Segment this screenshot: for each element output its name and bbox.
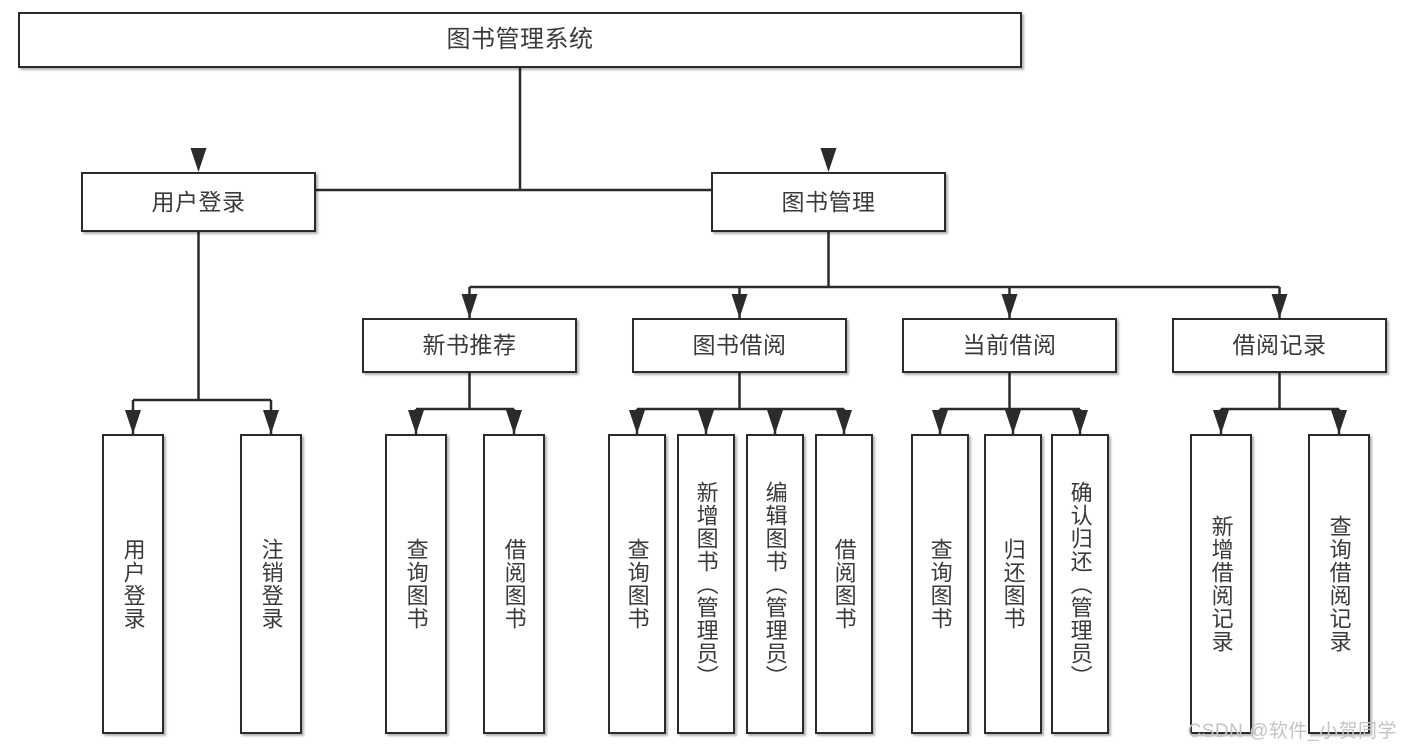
- node-label-leaf-query-book-3: 查询图书: [927, 538, 953, 630]
- node-leaf-query-record[interactable]: 查询借阅记录: [1308, 434, 1370, 734]
- node-book-borrow[interactable]: 图书借阅: [632, 318, 847, 373]
- node-label-leaf-confirm-return: 确认归还（管理员）: [1067, 480, 1093, 688]
- arrowhead-book-manage-to-current-borrow: [1001, 294, 1018, 318]
- node-label-leaf-borrow-book-2: 借阅图书: [831, 538, 857, 630]
- node-label-leaf-return-book: 归还图书: [1000, 538, 1026, 630]
- node-borrow-record[interactable]: 借阅记录: [1172, 318, 1387, 373]
- node-label-leaf-borrow-book-1: 借阅图书: [501, 538, 527, 630]
- arrowhead-root-to-user-login: [190, 148, 207, 172]
- arrowhead-book-manage-to-new-book-rec: [461, 294, 478, 318]
- arrowhead-book-borrow-to-leaf-add-book: [698, 410, 714, 434]
- node-leaf-return-book[interactable]: 归还图书: [984, 434, 1042, 734]
- arrowhead-borrow-record-to-leaf-query-record: [1331, 410, 1347, 434]
- arrowhead-new-book-rec-to-leaf-query-book-1: [408, 410, 424, 434]
- node-label-user-login: 用户登录: [151, 188, 246, 215]
- node-label-book-manage: 图书管理: [781, 188, 876, 215]
- node-book-manage[interactable]: 图书管理: [711, 172, 946, 232]
- arrowhead-book-manage-to-book-borrow: [731, 294, 748, 318]
- node-label-leaf-user-login: 用户登录: [120, 538, 146, 630]
- node-label-leaf-logout: 注销登录: [258, 538, 284, 630]
- node-leaf-user-login[interactable]: 用户登录: [102, 434, 164, 734]
- arrowhead-book-manage-to-borrow-record: [1271, 294, 1288, 318]
- node-label-leaf-query-book-2: 查询图书: [624, 538, 650, 630]
- node-label-leaf-edit-book: 编辑图书（管理员）: [762, 480, 788, 688]
- node-leaf-edit-book[interactable]: 编辑图书（管理员）: [746, 434, 804, 734]
- node-leaf-query-book-1[interactable]: 查询图书: [385, 434, 447, 734]
- node-label-current-borrow: 当前借阅: [962, 332, 1057, 359]
- node-label-leaf-query-book-1: 查询图书: [403, 538, 429, 630]
- node-label-leaf-add-book: 新增图书（管理员）: [693, 480, 719, 688]
- node-leaf-add-record[interactable]: 新增借阅记录: [1190, 434, 1252, 734]
- node-label-root: 图书管理系统: [446, 26, 594, 54]
- watermark: CSDN @软件_小贺同学: [1187, 721, 1397, 742]
- arrowhead-book-borrow-to-leaf-borrow-book-2: [836, 410, 852, 434]
- node-label-leaf-query-record: 查询借阅记录: [1326, 515, 1352, 653]
- arrowhead-borrow-record-to-leaf-add-record: [1213, 410, 1229, 434]
- node-new-book-rec[interactable]: 新书推荐: [362, 318, 577, 373]
- node-leaf-add-book[interactable]: 新增图书（管理员）: [677, 434, 735, 734]
- node-leaf-query-book-2[interactable]: 查询图书: [608, 434, 666, 734]
- arrowhead-root-to-book-manage: [820, 148, 837, 172]
- arrowhead-current-borrow-to-leaf-return-book: [1005, 410, 1021, 434]
- arrowhead-user-login-to-leaf-logout: [263, 410, 279, 434]
- arrowhead-user-login-to-leaf-user-login: [125, 410, 141, 434]
- node-leaf-logout[interactable]: 注销登录: [240, 434, 302, 734]
- node-leaf-confirm-return[interactable]: 确认归还（管理员）: [1051, 434, 1109, 734]
- arrowhead-book-borrow-to-leaf-query-book-2: [629, 410, 645, 434]
- node-label-borrow-record: 借阅记录: [1232, 332, 1327, 359]
- node-current-borrow[interactable]: 当前借阅: [902, 318, 1117, 373]
- arrowhead-new-book-rec-to-leaf-borrow-book-1: [506, 410, 522, 434]
- node-leaf-borrow-book-1[interactable]: 借阅图书: [483, 434, 545, 734]
- arrowhead-current-borrow-to-leaf-confirm-return: [1072, 410, 1088, 434]
- node-leaf-query-book-3[interactable]: 查询图书: [911, 434, 969, 734]
- arrowhead-current-borrow-to-leaf-query-book-3: [932, 410, 948, 434]
- node-label-book-borrow: 图书借阅: [692, 332, 787, 359]
- node-leaf-borrow-book-2[interactable]: 借阅图书: [815, 434, 873, 734]
- node-label-leaf-add-record: 新增借阅记录: [1208, 515, 1234, 653]
- node-label-new-book-rec: 新书推荐: [422, 332, 517, 359]
- arrowhead-book-borrow-to-leaf-edit-book: [767, 410, 783, 434]
- node-root[interactable]: 图书管理系统: [18, 12, 1022, 68]
- node-user-login[interactable]: 用户登录: [81, 172, 316, 232]
